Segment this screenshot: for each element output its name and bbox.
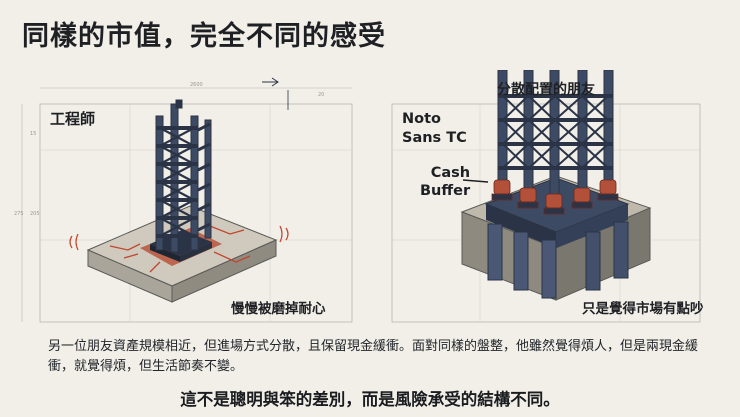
steel-tower <box>155 99 212 253</box>
left-panel: 2600 20 15 275 205 <box>14 77 353 323</box>
right-panel <box>391 70 701 323</box>
dim-label: 15 <box>30 131 36 137</box>
dim-label: 2600 <box>190 82 203 88</box>
page-title: 同樣的市值，完全不同的感受 <box>22 21 386 52</box>
right-panel-label: 分散配置的朋友 <box>497 82 595 98</box>
dim-label: 275 <box>14 211 24 217</box>
right-panel-caption: 只是覺得市場有點吵 <box>582 301 704 317</box>
left-panel-caption: 慢慢被磨掉耐心 <box>231 301 326 317</box>
left-panel-label: 工程師 <box>50 110 96 128</box>
cash-buffer <box>491 179 619 215</box>
cash-buffer-label: Cash Buffer <box>420 165 471 199</box>
font-annotation: Noto Sans TC <box>402 111 467 146</box>
body-paragraph: 另一位朋友資產規模相近，但進場方式分散，且保留現金緩衝。面對同樣的盤整，他雖然覺… <box>48 339 699 374</box>
dim-label: 205 <box>30 211 40 217</box>
steel-tower <box>497 70 614 203</box>
conclusion: 這不是聰明與笨的差別，而是風險承受的結構不同。 <box>180 390 560 409</box>
illustration: 2600 20 15 275 205 <box>14 70 701 323</box>
dim-label: 20 <box>318 92 324 98</box>
